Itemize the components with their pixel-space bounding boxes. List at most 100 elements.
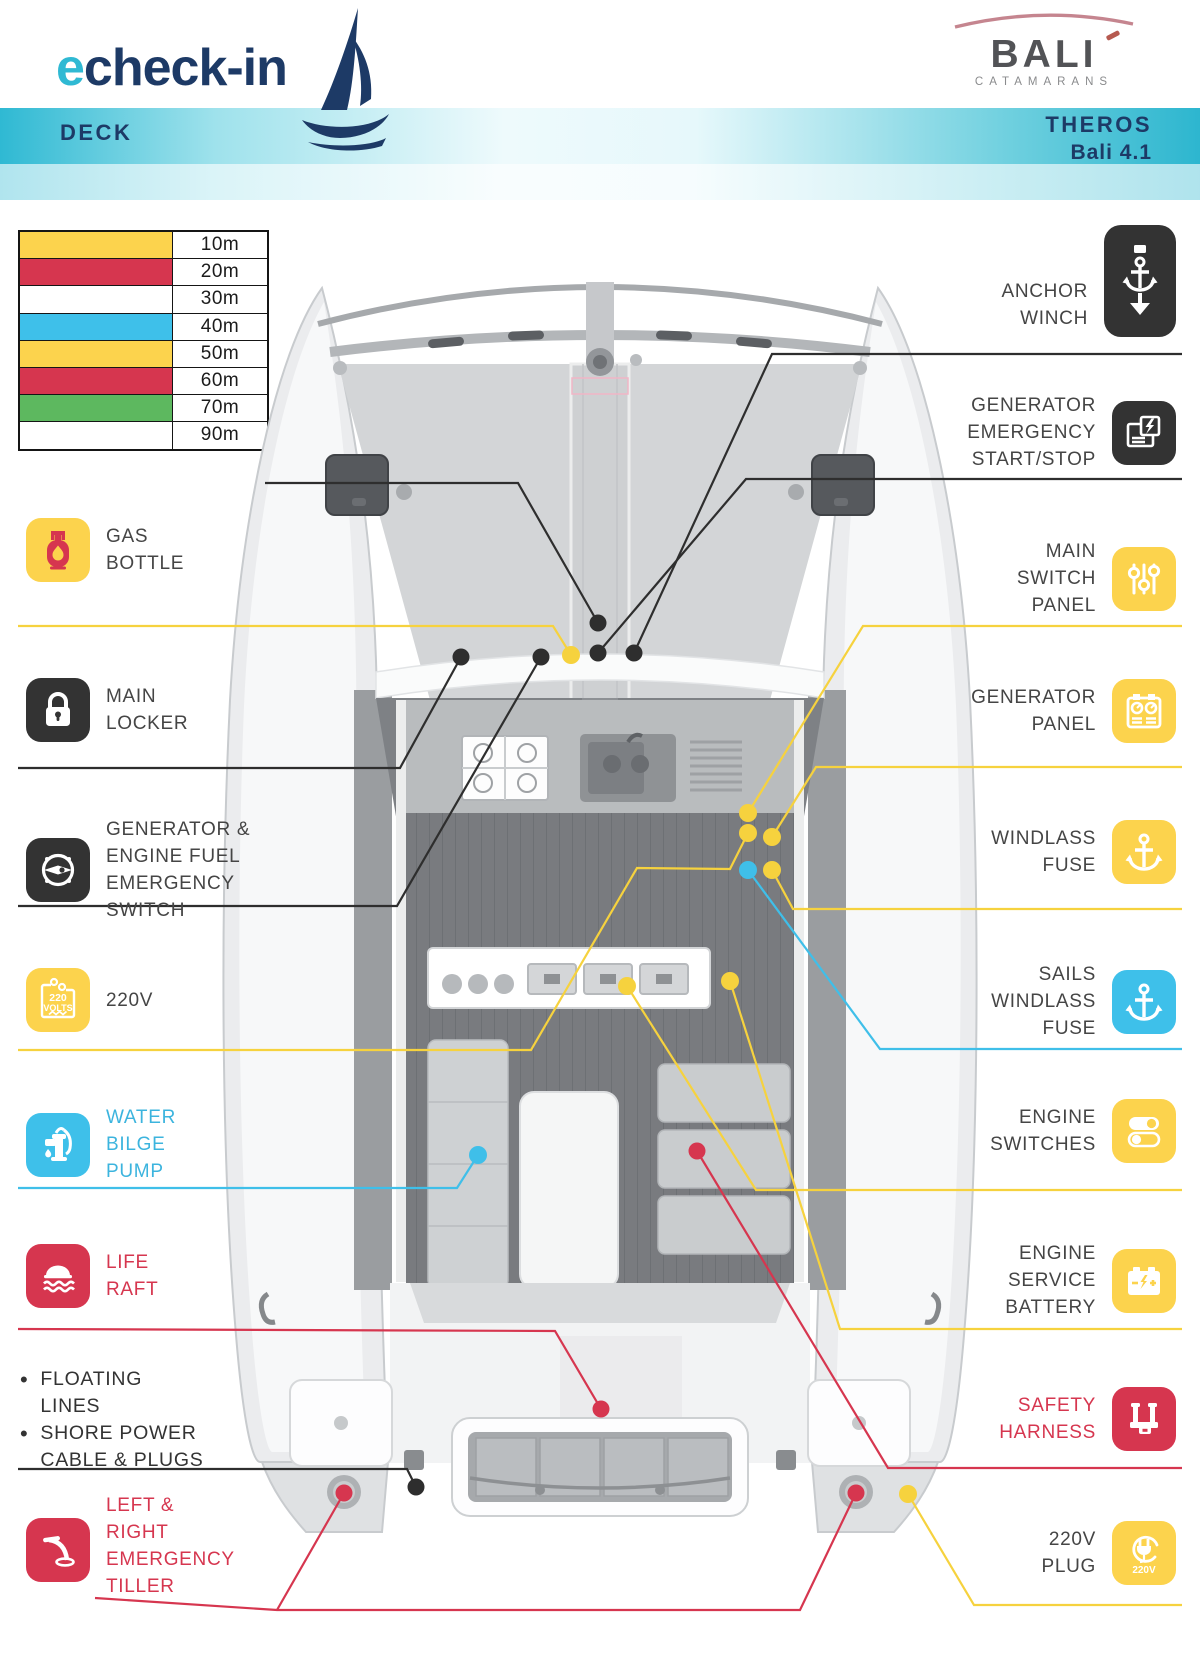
callout-label: 220V bbox=[106, 989, 154, 1011]
cleats bbox=[428, 330, 772, 349]
callout-sails-windlass-fuse: SAILS WINDLASS FUSE bbox=[991, 961, 1176, 1042]
callout-water-bilge-pump: WATER BILGE PUMP bbox=[26, 1104, 176, 1185]
legend-swatch bbox=[20, 232, 173, 259]
rotary-switch-icon bbox=[26, 838, 90, 902]
bali-logo: BALI CATAMARANS bbox=[934, 12, 1154, 88]
legend-row: 60m bbox=[20, 366, 267, 395]
generator-icon bbox=[1112, 400, 1176, 465]
legend-swatch bbox=[20, 395, 173, 422]
callout-label: WATER BILGE PUMP bbox=[106, 1107, 176, 1182]
callout-dots bbox=[335, 614, 917, 1503]
svg-text:VOLTS: VOLTS bbox=[43, 1003, 72, 1013]
callout-label: SAILS WINDLASS FUSE bbox=[991, 964, 1096, 1039]
tiller-icon bbox=[26, 1518, 90, 1582]
callout-220v-plug: 220V PLUG 220V bbox=[1041, 1521, 1176, 1585]
callout-label: MAIN SWITCH PANEL bbox=[1016, 541, 1096, 616]
legend-swatch bbox=[20, 367, 173, 395]
gas-bottle-icon bbox=[26, 518, 90, 582]
note-shore-power: •SHORE POWER CABLE & PLUGS bbox=[20, 1421, 204, 1471]
logo-e: e bbox=[56, 39, 85, 97]
legend-row: 90m bbox=[20, 421, 267, 449]
callout-deck-notes: •FLOATING LINES •SHORE POWER CABLE & PLU… bbox=[20, 1366, 203, 1474]
sailboat-icon bbox=[296, 6, 396, 161]
callout-engine-service-battery: ENGINE SERVICE BATTERY bbox=[1005, 1240, 1176, 1321]
callout-label: LIFE RAFT bbox=[106, 1252, 159, 1300]
header-band-fade bbox=[0, 164, 1200, 200]
callout-label: ANCHOR WINCH bbox=[1001, 281, 1088, 329]
catamaran-hulls bbox=[222, 285, 978, 1533]
svg-text:220: 220 bbox=[49, 992, 67, 1004]
anchor-icon bbox=[1112, 820, 1176, 884]
saloon-galley bbox=[396, 700, 804, 1282]
callout-label: 220V PLUG bbox=[1041, 1529, 1096, 1577]
callout-label: WINDLASS FUSE bbox=[991, 828, 1096, 876]
vent-grill bbox=[690, 740, 742, 792]
callout-gas-bottle: GAS BOTTLE bbox=[26, 518, 184, 582]
svg-text:220V: 220V bbox=[1132, 1565, 1156, 1576]
bali-sub: CATAMARANS bbox=[974, 76, 1114, 88]
callout-fuel-emergency-switch: GENERATOR & ENGINE FUEL EMERGENCY SWITCH bbox=[26, 816, 250, 924]
boat-identity: THEROS Bali 4.1 bbox=[1045, 111, 1152, 166]
volts-icon: 220 VOLTS bbox=[26, 968, 90, 1032]
bali-accent bbox=[1105, 30, 1121, 41]
bali-name: BALI bbox=[934, 30, 1154, 75]
callout-label: GAS BOTTLE bbox=[106, 526, 185, 574]
legend-swatch bbox=[20, 286, 173, 313]
callout-label: GENERATOR EMERGENCY START/STOP bbox=[967, 395, 1096, 470]
logo-rest: check-in bbox=[83, 39, 288, 97]
header-band bbox=[0, 108, 1200, 164]
deck-hatches bbox=[325, 454, 875, 516]
callout-engine-switches: ENGINE SWITCHES bbox=[990, 1099, 1176, 1163]
legend-row: 10m bbox=[20, 232, 267, 259]
callout-life-raft: LIFE RAFT bbox=[26, 1244, 158, 1308]
sliders-icon bbox=[1112, 546, 1176, 611]
callout-label: GENERATOR & ENGINE FUEL EMERGENCY SWITCH bbox=[106, 819, 251, 921]
callout-main-switch-panel: MAIN SWITCH PANEL bbox=[1017, 538, 1176, 619]
callout-lines bbox=[17, 352, 1182, 1612]
cockpit-table bbox=[519, 1091, 619, 1289]
shore-cable bbox=[469, 1476, 731, 1490]
foredeck-trampoline bbox=[317, 282, 883, 702]
boat-name: THEROS bbox=[1045, 112, 1152, 137]
harness-icon bbox=[1112, 1387, 1176, 1451]
callout-generator-emergency: GENERATOR EMERGENCY START/STOP bbox=[967, 392, 1176, 473]
callout-safety-harness: SAFETY HARNESS bbox=[999, 1387, 1176, 1451]
anchor-icon bbox=[1112, 969, 1176, 1034]
callout-main-locker: MAIN LOCKER bbox=[26, 678, 188, 742]
legend-row: 40m bbox=[20, 312, 267, 340]
callout-label: LEFT & RIGHT EMERGENCY TILLER bbox=[106, 1495, 235, 1597]
legend-row: 20m bbox=[20, 258, 267, 286]
callout-windlass-fuse: WINDLASS FUSE bbox=[991, 820, 1176, 884]
legend-row: 50m bbox=[20, 339, 267, 367]
gauge-panel-icon bbox=[1112, 679, 1176, 743]
plug-icon: 220V bbox=[1112, 1521, 1176, 1585]
padlock-icon bbox=[26, 678, 90, 742]
callout-label: GENERATOR PANEL bbox=[971, 687, 1096, 735]
callout-generator-panel: GENERATOR PANEL bbox=[971, 679, 1176, 743]
toggles-icon bbox=[1112, 1099, 1176, 1163]
callout-label: SAFETY HARNESS bbox=[999, 1395, 1096, 1443]
page-title: DECK bbox=[60, 120, 133, 145]
legend-swatch bbox=[20, 422, 173, 449]
callout-label: MAIN LOCKER bbox=[106, 686, 189, 734]
callout-label: ENGINE SWITCHES bbox=[990, 1107, 1096, 1155]
boat-model: Bali 4.1 bbox=[1070, 141, 1152, 164]
battery-icon bbox=[1112, 1248, 1176, 1313]
legend-swatch bbox=[20, 313, 173, 340]
legend-row: 30m bbox=[20, 285, 267, 313]
echeckin-logo: echeck-in bbox=[56, 38, 288, 98]
bali-arc bbox=[954, 13, 1134, 29]
cockpit-floor bbox=[406, 813, 794, 1289]
callout-anchor-winch: ANCHOR WINCH bbox=[1001, 225, 1176, 337]
callout-220-volts: 220 VOLTS 220V bbox=[26, 968, 153, 1032]
starboard-seats bbox=[657, 1063, 791, 1255]
callout-label: ENGINE SERVICE BATTERY bbox=[1005, 1243, 1096, 1318]
legend-row: 70m bbox=[20, 394, 267, 422]
hand-pump-icon bbox=[26, 1112, 90, 1177]
life-raft-icon bbox=[26, 1244, 90, 1308]
anchor-winch-icon bbox=[1104, 225, 1176, 337]
callout-emergency-tiller: LEFT & RIGHT EMERGENCY TILLER bbox=[26, 1492, 235, 1600]
note-floating-lines: •FLOATING LINES bbox=[20, 1367, 143, 1417]
